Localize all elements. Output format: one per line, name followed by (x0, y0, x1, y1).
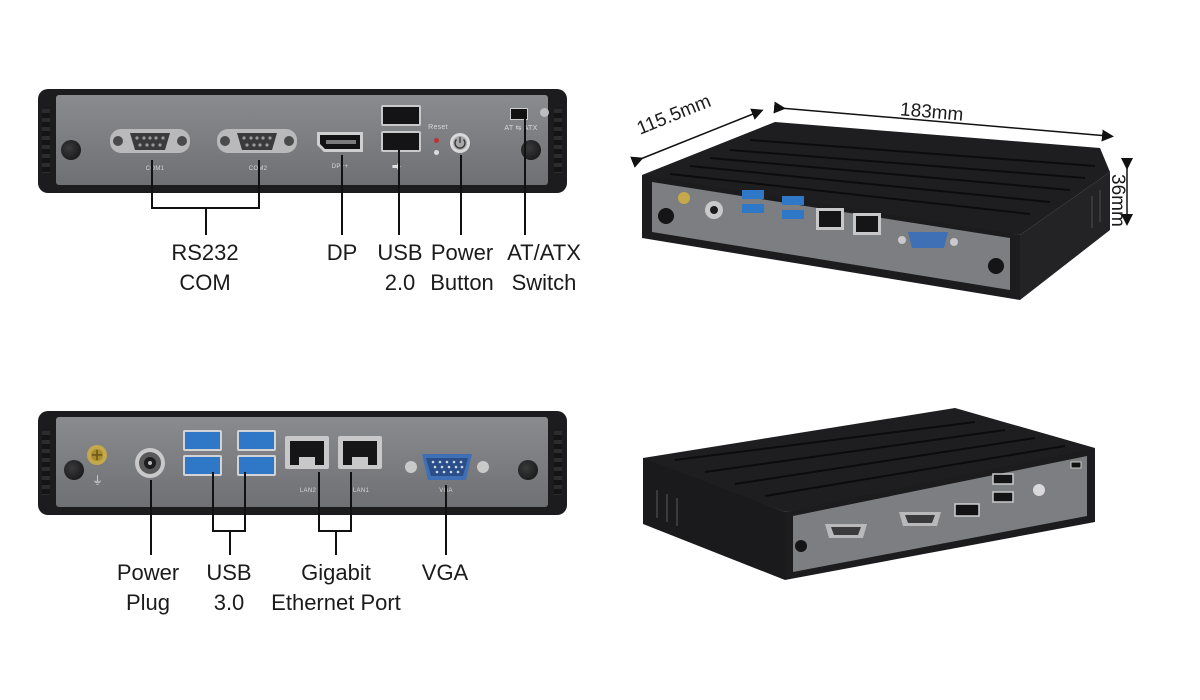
callout-line (341, 155, 343, 235)
callout-text: Power (430, 240, 494, 265)
callout-line (150, 480, 152, 555)
callout-text: RS232 (171, 240, 239, 265)
power-plug-callout: Power Plug (106, 558, 190, 618)
callout-text: DP (326, 240, 358, 265)
callout-text: Power (116, 560, 180, 585)
at-atx-label: AT ⇆ ATX (504, 125, 538, 132)
reset-label: Reset (428, 124, 448, 131)
lan2-port (285, 436, 329, 469)
usb2-port-top (381, 105, 421, 126)
ground-symbol-icon: ⏚ (92, 475, 103, 487)
usb2-callout: USB 2.0 (372, 238, 428, 298)
power-button (450, 133, 470, 153)
callout-text: Ethernet Port (271, 590, 401, 615)
vga-callout: VGA (410, 558, 480, 588)
usb3-port (237, 455, 276, 476)
dp-label: DP++ (331, 164, 349, 170)
panel-screw (61, 140, 81, 160)
callout-line (229, 530, 231, 555)
callout-line (212, 472, 214, 532)
usb3-callout: USB 3.0 (200, 558, 258, 618)
led-indicator (434, 150, 439, 155)
callout-text: Button (430, 270, 494, 295)
usb2-port-bottom (381, 131, 421, 152)
usb3-port (237, 430, 276, 451)
callout-line (524, 118, 526, 235)
callout-line (445, 485, 447, 555)
usb-symbol-icon: ⮕ (392, 162, 402, 172)
com1-port (110, 129, 190, 153)
callout-line (335, 530, 337, 555)
callout-line (350, 472, 352, 532)
callout-line (258, 160, 260, 207)
com2-port (217, 129, 297, 153)
dimension-height: 36mm (1107, 174, 1128, 227)
at-atx-switch-callout: AT/ATX Switch (500, 238, 588, 298)
panel-screw (521, 140, 541, 160)
rs232-com-callout: RS232 COM (150, 238, 260, 298)
callout-text: Switch (511, 270, 577, 295)
usb3-port (183, 430, 222, 451)
callout-line (398, 150, 400, 235)
callout-text: Gigabit (301, 560, 371, 585)
at-atx-switch (510, 108, 528, 120)
panel-screw (64, 460, 84, 480)
callout-line (460, 155, 462, 235)
com1-label: COM1 (145, 166, 165, 172)
dp-callout: DP (316, 238, 368, 268)
ethernet-callout: Gigabit Ethernet Port (258, 558, 414, 618)
callout-line (205, 207, 207, 235)
lan2-label: LAN2 (299, 488, 317, 494)
usb3-port (183, 455, 222, 476)
panel-screw (518, 460, 538, 480)
led-indicator (434, 138, 439, 143)
callout-text: 2.0 (384, 270, 416, 295)
callout-text: Plug (125, 590, 171, 615)
callout-text: COM (179, 270, 231, 295)
callout-line (244, 472, 246, 532)
lan1-port (338, 436, 382, 469)
panel-screw-small (540, 108, 549, 117)
callout-text: 3.0 (213, 590, 245, 615)
dimension-arrows (630, 101, 1133, 226)
power-button-callout: Power Button (425, 238, 499, 298)
vga-port (405, 454, 489, 480)
callout-line (318, 472, 320, 532)
callout-text: AT/ATX (507, 240, 581, 265)
dc-power-jack (135, 448, 165, 478)
com2-label: COM2 (238, 166, 278, 172)
callout-text: USB (206, 560, 252, 585)
displayport (317, 132, 363, 152)
callout-text: USB (377, 240, 423, 265)
ground-screw-icon (87, 445, 107, 465)
callout-line (151, 160, 153, 207)
lan1-label: LAN1 (352, 488, 370, 494)
callout-text: VGA (421, 560, 469, 585)
device-3d-front-view (643, 408, 1095, 580)
